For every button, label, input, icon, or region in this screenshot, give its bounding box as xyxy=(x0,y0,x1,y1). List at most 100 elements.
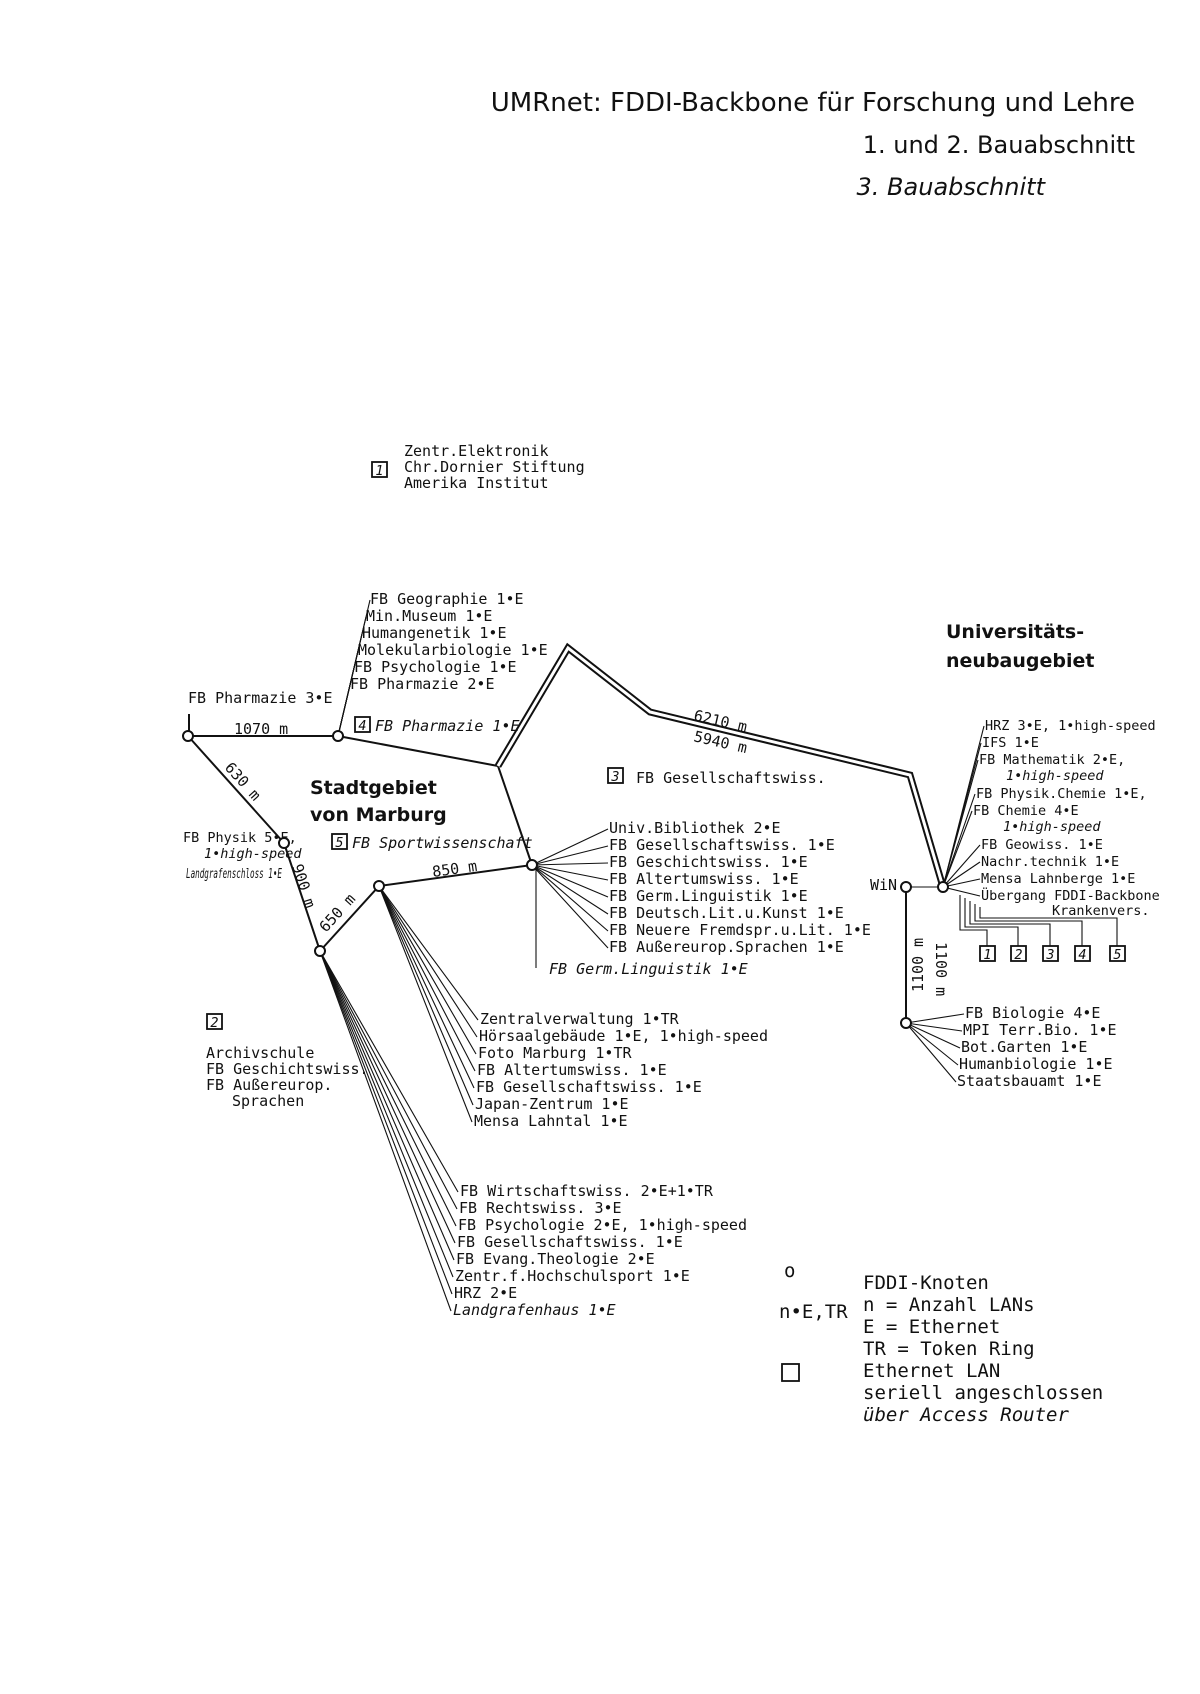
box-2-archiv xyxy=(206,1013,223,1030)
box-3-gesellschaft xyxy=(607,767,624,784)
link-630m xyxy=(187,735,285,844)
box-1-top-number: 1 xyxy=(375,463,383,479)
uni-fan-10: Mensa Lahnberge 1•E xyxy=(981,871,1135,887)
distance-1070: 1070 m xyxy=(234,720,288,738)
box-2-archiv-number: 2 xyxy=(210,1015,218,1031)
bib-fan-3: FB Geschichtswiss. 1•E xyxy=(609,853,808,871)
bio-fan-4: Humanbiologie 1•E xyxy=(959,1055,1113,1073)
region-stadtgebiet: Stadtgebiet xyxy=(310,777,437,799)
legend-count-line-2: E = Ethernet xyxy=(863,1316,1000,1338)
title-line1: UMRnet: FDDI-Backbone für Forschung und … xyxy=(491,88,1135,118)
low-fan-3: FB Psychologie 2•E, 1•high-speed xyxy=(458,1216,747,1234)
bib-fan-2: FB Gesellschaftswiss. 1•E xyxy=(609,836,835,854)
north-fan-lines xyxy=(337,599,371,737)
bio-fan-3: Bot.Garten 1•E xyxy=(961,1038,1087,1056)
box-5-text: FB Sportwissenschaft xyxy=(352,834,533,852)
north-fan-2: Min.Museum 1•E xyxy=(366,607,492,625)
physik-line-2: 1•high-speed xyxy=(204,846,302,862)
uni-box-3 xyxy=(1042,945,1059,962)
title-line2: 1. und 2. Bauabschnitt xyxy=(863,131,1135,159)
mid-fan-4: FB Altertumswiss. 1•E xyxy=(477,1061,667,1079)
uni-box-2-number: 2 xyxy=(1014,947,1022,963)
low-fan-1: FB Wirtschaftswiss. 2•E+1•TR xyxy=(460,1182,714,1200)
uni-fan-1: HRZ 3•E, 1•high-speed xyxy=(985,718,1156,734)
physik-line-1: FB Physik 5•E, xyxy=(183,830,297,846)
fddi-node-bibliothek xyxy=(526,859,538,871)
bio-fan-lines xyxy=(905,1013,965,1083)
distance-900: 900 m xyxy=(288,862,319,911)
uni-fan-2: IFS 1•E xyxy=(982,735,1039,751)
region-universitaets: Universitäts- xyxy=(946,621,1084,643)
uni-box-5-number: 5 xyxy=(1113,947,1121,963)
win-label: WiN xyxy=(870,876,897,894)
low-fan-8: Landgrafenhaus 1•E xyxy=(453,1301,616,1319)
box-1-top xyxy=(371,461,388,478)
distance-1100-a: 1100 m xyxy=(909,938,927,992)
legend-node-text: FDDI-Knoten xyxy=(863,1272,989,1294)
link-850m xyxy=(378,864,533,887)
link-center-bibliothek xyxy=(497,765,533,866)
uni-box-1 xyxy=(979,945,996,962)
mid-fan-7: Mensa Lahntal 1•E xyxy=(474,1112,628,1130)
fddi-node-biologie xyxy=(900,1017,912,1029)
uni-fan-6: FB Chemie 4•E xyxy=(973,803,1079,819)
fddi-node-south xyxy=(314,945,326,957)
distance-650: 650 m xyxy=(316,890,360,936)
low-fan-4: FB Gesellschaftswiss. 1•E xyxy=(457,1233,683,1251)
legend-box-line-3: über Access Router xyxy=(863,1404,1069,1426)
archiv-line-3: FB Außereurop. xyxy=(206,1076,332,1094)
mid-fan-5: FB Gesellschaftswiss. 1•E xyxy=(476,1078,702,1096)
legend-count-line-3: TR = Token Ring xyxy=(863,1338,1035,1360)
region-von-marburg: von Marburg xyxy=(310,804,447,826)
legend-box-symbol xyxy=(781,1363,800,1382)
mid-fan-2: Hörsaalgebäude 1•E, 1•high-speed xyxy=(479,1027,768,1045)
link-650m xyxy=(319,885,380,952)
legend-count-line-1: n = Anzahl LANs xyxy=(863,1294,1035,1316)
fddi-node-north xyxy=(332,730,344,742)
north-fan-1: FB Geographie 1•E xyxy=(370,590,524,608)
distance-850: 850 m xyxy=(431,857,478,881)
mid-fan-6: Japan-Zentrum 1•E xyxy=(475,1095,629,1113)
box-5-sport xyxy=(331,833,348,850)
legend-count-symbol: n•E,TR xyxy=(779,1301,848,1323)
uni-box-4-number: 4 xyxy=(1078,947,1086,963)
box-5-number: 5 xyxy=(335,835,343,851)
low-fan-7: HRZ 2•E xyxy=(454,1284,517,1302)
link-pharmazie-center xyxy=(337,735,499,767)
region-neubaugebiet: neubaugebiet xyxy=(946,650,1094,672)
bib-fan-5: FB Germ.Linguistik 1•E xyxy=(609,887,808,905)
box-3-text: FB Gesellschaftswiss. xyxy=(636,769,826,787)
bib-fan-7: FB Neuere Fremdspr.u.Lit. 1•E xyxy=(609,921,871,939)
top-group-line-3: Amerika Institut xyxy=(404,474,549,492)
fddi-node-mid xyxy=(373,880,385,892)
physik-line-3: Landgrafenschloss 1•E xyxy=(186,866,282,882)
uni-box-5 xyxy=(1109,945,1126,962)
archiv-line-4: Sprachen xyxy=(232,1092,304,1110)
uni-fan-lines xyxy=(900,725,985,897)
top-group-line-1: Zentr.Elektronik xyxy=(404,442,549,460)
uni-box-1-number: 1 xyxy=(983,947,991,963)
north-fan-3: Humangenetik 1•E xyxy=(362,624,507,642)
link-6210m-inner xyxy=(496,645,945,888)
bio-fan-2: MPI Terr.Bio. 1•E xyxy=(963,1021,1117,1039)
legend-node-symbol: o xyxy=(784,1260,795,1282)
bib-fan-6: FB Deutsch.Lit.u.Kunst 1•E xyxy=(609,904,844,922)
box-4-text: FB Pharmazie 1•E xyxy=(375,717,520,735)
uni-fan-11: Übergang FDDI-Backbone xyxy=(981,886,1160,904)
mid-fan-lines xyxy=(378,885,479,1123)
title-line3: 3. Bauabschnitt xyxy=(857,173,1047,201)
north-fan-6: FB Pharmazie 2•E xyxy=(350,675,495,693)
archiv-line-1: Archivschule xyxy=(206,1044,314,1062)
link-900m xyxy=(283,842,321,952)
box-3-number: 3 xyxy=(610,769,619,785)
north-fan-4: Molekularbiologie 1•E xyxy=(358,641,548,659)
uni-fan-12: Krankenvers. xyxy=(1052,903,1150,919)
top-group-line-2: Chr.Dornier Stiftung xyxy=(404,458,585,476)
uni-box-4 xyxy=(1074,945,1091,962)
fddi-node-win xyxy=(900,881,912,893)
uni-fan-4: 1•high-speed xyxy=(1006,768,1104,784)
box-4-number: 4 xyxy=(358,718,366,734)
fddi-node-physik xyxy=(278,837,290,849)
legend-box-line-1: Ethernet LAN xyxy=(863,1360,1000,1382)
